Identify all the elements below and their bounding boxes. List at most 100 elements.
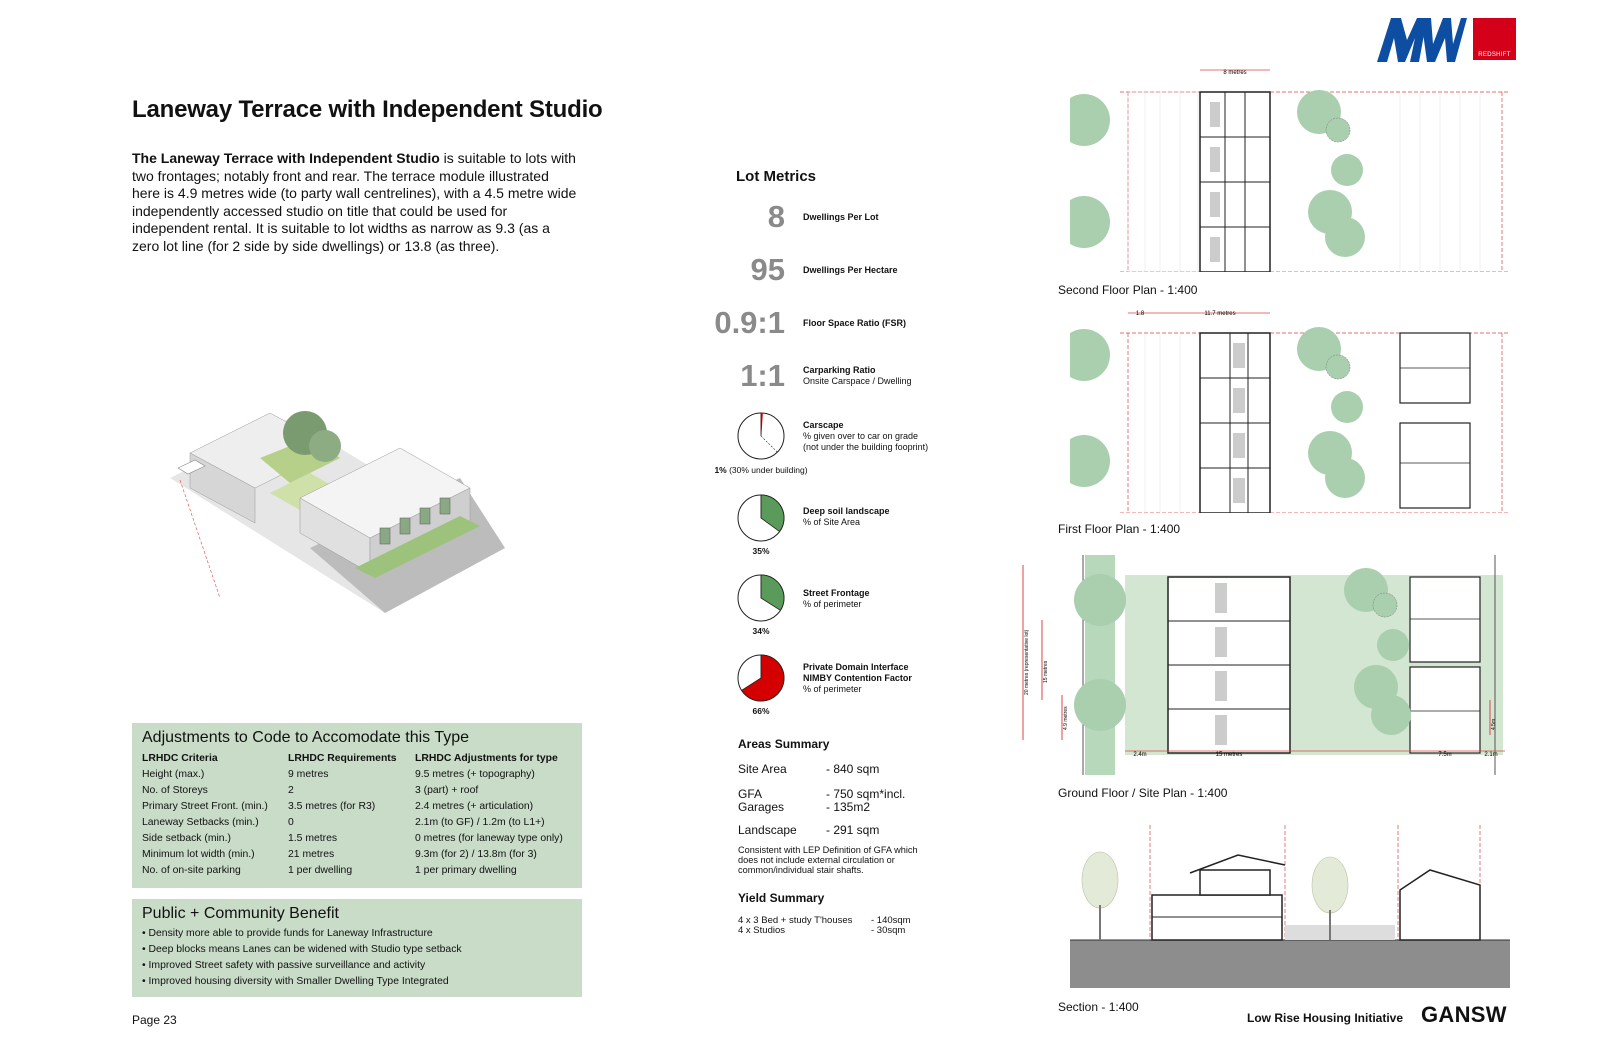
pie-slice (741, 654, 785, 702)
yield-summary-heading: Yield Summary (738, 891, 825, 905)
fsr-value: 0.9:1 (714, 305, 785, 340)
table-row: Height (max.) 9 metres 9.5 metres (+ topog… (142, 767, 572, 783)
page-title: Laneway Terrace with Independent Studio (132, 96, 603, 123)
carscape-label: Carscape% given over to car on grade(not… (803, 420, 929, 452)
benefit-heading: Public + Community Benefit (142, 905, 339, 922)
areas-summary-heading: Areas Summary (738, 737, 830, 751)
adjustments-box: Adjustments to Code to Accomodate this T… (132, 723, 582, 888)
mw-logo (1377, 18, 1467, 62)
dim-4-9-metres: 4.9 metres (1063, 706, 1069, 730)
criteria-cell: Laneway Setbacks (min.) (142, 817, 259, 828)
criteria-cell: No. of on-site parking (142, 865, 241, 876)
adjustment-cell: 2.4 metres (+ articulation) (415, 801, 534, 812)
redshift-logo-text: REDSHIFT (1478, 52, 1511, 58)
table-row: No. of Storeys 2 3 (part) + roof (142, 783, 572, 799)
first-floor-plan: 1.8 11.7 metres (1070, 311, 1510, 513)
adjustment-cell: 9.3m (for 2) / 13.8m (for 3) (415, 849, 537, 860)
requirement-cell: 0 (288, 817, 294, 828)
dim-2-1m: 2.1m (1484, 752, 1497, 758)
dim-11-7-metres: 11.7 metres (1204, 311, 1235, 317)
list-item: • Deep blocks means Lanes can be widened… (142, 944, 462, 955)
col-adjustments: LRHDC Adjustments for type (415, 753, 558, 764)
second-floor-caption: Second Floor Plan - 1:400 (1058, 283, 1198, 297)
criteria-cell: Side setback (min.) (142, 833, 231, 844)
dwellings-per-hectare-label: Dwellings Per Hectare (803, 265, 898, 275)
landscape-row: Landscape- 291 sqm (738, 823, 880, 837)
pie-under-building-line (760, 435, 778, 453)
private-domain-pie-chart (737, 654, 785, 702)
requirement-cell: 2 (288, 785, 294, 796)
gfa-note: Consistent with LEP Definition of GFA wh… (738, 845, 918, 875)
street-frontage-pie-chart (737, 574, 785, 622)
requirement-cell: 3.5 metres (for R3) (288, 801, 376, 812)
redshift-logo (1473, 18, 1516, 60)
table-row: Laneway Setbacks (min.) 0 2.1m (to GF) / 1… (142, 815, 572, 831)
dim-15-metres: 15 metres (1216, 752, 1243, 758)
requirement-cell: 21 metres (288, 849, 335, 860)
col-requirements: LRHDC Requirements (288, 753, 397, 764)
isometric-drawing (170, 411, 505, 613)
site-area-row: Site Area- 840 sqm (738, 762, 880, 776)
pie-slice (760, 574, 785, 611)
fsr-label: Floor Space Ratio (FSR) (803, 318, 907, 328)
lot-metrics-heading: Lot Metrics (736, 168, 817, 185)
adjustments-heading: Adjustments to Code to Accomodate this T… (142, 729, 469, 746)
street-frontage-percent: 34% (752, 626, 770, 636)
carscape-percent: 1% (30% under building) (714, 465, 808, 475)
criteria-cell: Primary Street Front. (min.) (142, 801, 268, 812)
ground-floor-caption: Ground Floor / Site Plan - 1:400 (1058, 786, 1228, 800)
dim-8-metres: 8 metres (1223, 70, 1246, 76)
gansw-logo-text: GANSW (1421, 1002, 1507, 1027)
adjustments-header-row: LRHDC Criteria LRHDC Requirements LRHDC … (142, 751, 572, 767)
second-floor-plan: 8 metres (1070, 69, 1510, 272)
table-row: Primary Street Front. (min.) 3.5 metres (… (142, 799, 572, 815)
yield-row: 4 x Studios- 30sqm (738, 925, 906, 936)
list-item: • Improved housing diversity with Smalle… (142, 976, 449, 987)
section-caption: Section - 1:400 (1058, 1000, 1139, 1014)
dim-15-metres-vertical: 15 metres (1043, 660, 1049, 683)
dwellings-per-lot-label: Dwellings Per Lot (803, 212, 879, 222)
dwellings-per-hectare-value: 95 (750, 252, 785, 287)
adjustment-cell: 9.5 metres (+ topography) (415, 769, 535, 780)
intro-text: is suitable to lots with two frontages; … (132, 150, 577, 254)
adjustment-cell: 3 (part) + roof (415, 785, 479, 796)
benefit-box: Public + Community Benefit • Density mor… (132, 899, 582, 997)
private-domain-percent: 66% (752, 706, 770, 716)
adjustment-cell: 2.1m (to GF) / 1.2m (to L1+) (415, 817, 545, 828)
initiative-label: Low Rise Housing Initiative (1247, 1011, 1404, 1025)
requirement-cell: 1.5 metres (288, 833, 338, 844)
requirement-cell: 1 per dwelling (288, 865, 353, 876)
list-item: • Density more able to provide funds for… (142, 928, 433, 939)
street-frontage-label: Street Frontage% of perimeter (803, 588, 870, 609)
requirement-cell: 9 metres (288, 769, 329, 780)
adjustment-cell: 0 metres (for laneway type only) (415, 833, 563, 844)
list-item: • Improved Street safety with passive su… (142, 960, 426, 971)
dwellings-per-lot-value: 8 (767, 199, 785, 234)
gfa-row: GFA- 750 sqm*incl. (738, 787, 906, 801)
garages-row: Garages- 135m2 (738, 800, 871, 814)
dim-20-metres: 20 metres (representative lot) (1024, 629, 1030, 695)
intro-paragraph: The Laneway Terrace with Independent Stu… (132, 150, 577, 256)
criteria-cell: Minimum lot width (min.) (142, 849, 255, 860)
carscape-pie-chart (737, 412, 785, 460)
yield-row: 4 x 3 Bed + study T'houses- 140sqm (738, 915, 911, 926)
deep-soil-pie-chart (737, 494, 785, 542)
table-row: Side setback (min.) 1.5 metres 0 metres (f… (142, 831, 572, 847)
section-drawing (1070, 825, 1510, 988)
pie-slice (760, 494, 785, 533)
page-number: Page 23 (132, 1013, 177, 1027)
dim-7-5m: 7.5m (1438, 752, 1451, 758)
deep-soil-percent: 35% (752, 546, 770, 556)
first-floor-caption: First Floor Plan - 1:400 (1058, 522, 1181, 536)
carparking-ratio-value: 1:1 (740, 358, 785, 393)
criteria-cell: Height (max.) (142, 769, 205, 780)
dim-4-5m: 4.5m (1491, 719, 1497, 730)
dim-2-4m: 2.4m (1133, 752, 1146, 758)
ground-floor-plan: 2.4m 15 metres 7.5m 2.1m 20 metres (repr… (1022, 555, 1505, 775)
criteria-cell: No. of Storeys (142, 785, 208, 796)
deep-soil-label: Deep soil landscape% of Site Area (803, 506, 890, 527)
col-criteria: LRHDC Criteria (142, 753, 218, 764)
